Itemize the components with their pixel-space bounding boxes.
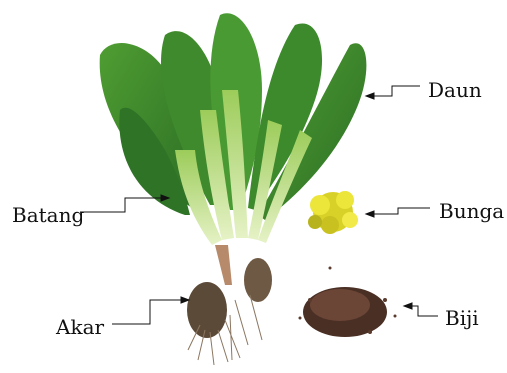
pointer-batang bbox=[80, 198, 165, 212]
seed-pile bbox=[299, 267, 397, 338]
seed bbox=[368, 330, 372, 334]
pointer-biji-arrowhead bbox=[404, 303, 412, 309]
flower-blob bbox=[336, 191, 354, 209]
seed bbox=[299, 317, 302, 320]
label-batang: Batang bbox=[12, 205, 84, 225]
seed bbox=[394, 315, 397, 318]
root-ball-right bbox=[244, 258, 272, 302]
flower-cluster bbox=[308, 191, 358, 234]
pointer-bunga bbox=[370, 208, 430, 214]
pointer-akar-arrowhead bbox=[181, 297, 189, 303]
pointer-daun-arrowhead bbox=[366, 93, 374, 99]
flower-blob bbox=[310, 195, 330, 215]
seed bbox=[329, 267, 332, 270]
seed bbox=[383, 298, 387, 302]
seed-pile-highlight bbox=[310, 289, 370, 321]
flower-blob bbox=[308, 215, 322, 229]
seed bbox=[308, 298, 312, 302]
label-biji: Biji bbox=[445, 308, 479, 328]
roots bbox=[187, 245, 272, 365]
label-bunga: Bunga bbox=[439, 201, 504, 221]
root-ball-left bbox=[187, 282, 227, 338]
pointer-daun bbox=[370, 86, 420, 96]
flower-blob bbox=[342, 212, 358, 228]
root-neck bbox=[215, 245, 232, 285]
pointer-akar bbox=[112, 300, 185, 324]
pointer-bunga-arrowhead bbox=[366, 211, 374, 217]
label-akar: Akar bbox=[56, 317, 104, 337]
flower-blob bbox=[321, 216, 339, 234]
label-daun: Daun bbox=[428, 80, 482, 100]
